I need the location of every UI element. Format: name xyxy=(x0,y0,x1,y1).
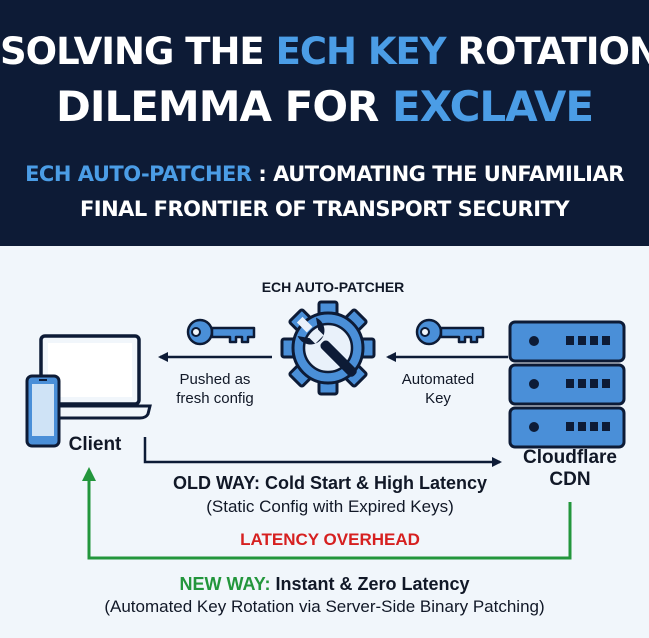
old-way-detail: (Static Config with Expired Keys) xyxy=(206,497,454,516)
old-way-title: OLD WAY: Cold Start & High Latency xyxy=(172,473,488,493)
client-label: Client xyxy=(68,434,122,455)
automated-key-label: Automated Key xyxy=(398,370,478,408)
subtitle-line-2: FINAL FRONTIER OF TRANSPORT SECURITY xyxy=(79,197,570,221)
latency-overhead-label: LATENCY OVERHEAD xyxy=(240,530,420,549)
old-way-arrow xyxy=(143,437,502,467)
subtitle-line-1: ECH AUTO-PATCHER : AUTOMATING THE UNFAMI… xyxy=(0,162,649,186)
key-icon xyxy=(415,318,485,346)
gear-wrench-icon xyxy=(280,300,376,396)
diagram-canvas xyxy=(25,300,626,560)
title-highlight: ECH KEY xyxy=(275,30,447,73)
cdn-label-line: CDN xyxy=(549,469,591,490)
automated-label-line: Key xyxy=(425,390,451,407)
server-icon xyxy=(508,320,626,449)
pushed-label: Pushed as fresh config xyxy=(160,370,270,408)
subtitle-highlight: ECH AUTO-PATCHER xyxy=(25,162,252,186)
title-line-2: DILEMMA FOR EXCLAVE xyxy=(0,82,649,131)
subtitle-text: : AUTOMATING THE UNFAMILIAR xyxy=(251,162,624,186)
pushed-label-line: fresh config xyxy=(176,390,254,407)
title-highlight: EXCLAVE xyxy=(392,82,594,131)
new-way-arrow xyxy=(82,467,572,560)
title-text: SOLVING THE xyxy=(0,30,276,73)
pushed-label-line: Pushed as xyxy=(179,371,251,388)
header-banner: SOLVING THE ECH KEY ROTATION DILEMMA FOR… xyxy=(0,0,649,246)
phone-icon xyxy=(25,374,61,448)
title-text: ROTATION xyxy=(445,30,649,73)
title-line-1: SOLVING THE ECH KEY ROTATION xyxy=(0,30,649,73)
cdn-label: Cloudflare CDN xyxy=(505,447,635,491)
new-way-title: NEW WAY: Instant & Zero Latency xyxy=(0,574,649,594)
new-way-title-text: Instant & Zero Latency xyxy=(270,574,470,594)
automated-label-line: Automated xyxy=(401,371,475,388)
new-way-detail: (Automated Key Rotation via Server-Side … xyxy=(104,597,545,616)
cdn-label-line: Cloudflare xyxy=(523,447,617,468)
key-icon xyxy=(186,318,256,346)
title-text: DILEMMA FOR xyxy=(55,82,392,131)
laptop-icon xyxy=(28,334,152,420)
new-way-prefix: NEW WAY: xyxy=(179,574,271,594)
patcher-label: ECH AUTO-PATCHER xyxy=(261,279,405,295)
